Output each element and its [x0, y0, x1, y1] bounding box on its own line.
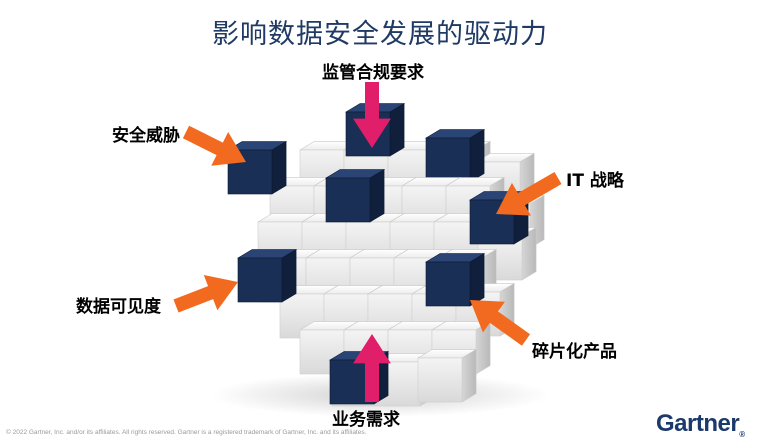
logo-mark: ® — [739, 430, 744, 439]
driver-label-right-lower: 碎片化产品 — [532, 337, 617, 362]
white-cube — [418, 350, 476, 402]
navy-cube — [326, 170, 384, 222]
navy-cube — [238, 250, 296, 302]
driver-label-right-upper: IT 战略 — [566, 166, 624, 191]
driver-label-top: 监管合规要求 — [322, 58, 424, 83]
arrow-right-icon — [173, 275, 238, 313]
navy-cube — [426, 130, 484, 182]
navy-cube — [426, 254, 484, 306]
copyright-footer: © 2022 Gartner, Inc. and/or its affiliat… — [6, 429, 366, 436]
driver-label-bottom: 业务需求 — [332, 405, 400, 430]
driver-label-left-upper: 安全威胁 — [112, 121, 180, 146]
gartner-logo: Gartner® — [656, 410, 745, 439]
logo-text: Gartner — [656, 410, 739, 437]
driver-label-left-lower: 数据可见度 — [76, 292, 161, 317]
